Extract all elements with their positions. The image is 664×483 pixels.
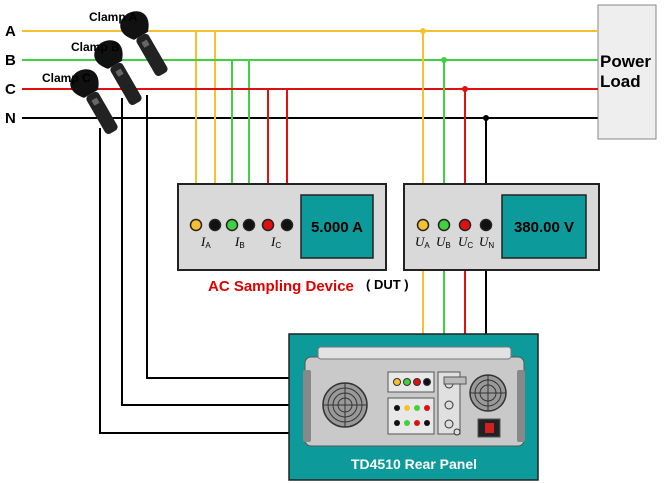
clamp-a-label: Clamp A (89, 10, 138, 24)
power-load-label-2: Load (600, 72, 641, 91)
terminal-ia-in (189, 218, 203, 232)
terminal-ub (437, 218, 451, 232)
uc-junction (462, 86, 468, 92)
current-display (300, 194, 374, 259)
fan-grill-icon (469, 374, 507, 412)
ic-in-wire (120, 88, 269, 225)
terminal-ic-out (280, 218, 294, 232)
clamp-c (70, 69, 118, 135)
terminal-ib-out (242, 218, 256, 232)
clamp-a-lead (146, 95, 290, 379)
terminal-un (479, 218, 493, 232)
un-junction (483, 115, 489, 121)
ub-junction (441, 57, 447, 63)
terminal-ia-out (208, 218, 222, 232)
ib-in-wire (145, 59, 233, 225)
clamp-c-lead (99, 128, 290, 434)
dut-label: AC Sampling Device (208, 278, 354, 295)
clamp-b-lead (121, 98, 290, 406)
phase-b-label: B (5, 52, 16, 69)
ia-out-wire (214, 30, 598, 225)
power-load-box (597, 4, 657, 140)
terminal-ib-label: IB (234, 234, 245, 250)
connector-panel (387, 371, 467, 436)
phase-a-label: A (5, 23, 16, 40)
clamp-b (94, 40, 142, 106)
power-switch-icon (477, 418, 501, 438)
terminal-ua (416, 218, 430, 232)
ib-out-wire (248, 59, 598, 225)
voltage-display (501, 194, 587, 259)
terminal-ib-in (225, 218, 239, 232)
terminal-un-label: UN (479, 234, 494, 250)
phase-n-label: N (5, 110, 16, 127)
phase-c-label: C (5, 81, 16, 98)
clamp-b-label: Clamp B (71, 40, 120, 54)
terminal-ic-label: IC (270, 234, 281, 250)
power-load-label-1: Power (600, 52, 651, 71)
td4510-label: TD4510 Rear Panel (351, 456, 477, 472)
fan-grill-icon (322, 382, 368, 428)
terminal-ia-label: IA (200, 234, 211, 250)
current-display-value: 5.000 A (311, 219, 363, 236)
clamp-c-label: Clamp C (42, 71, 91, 85)
terminal-ua-label: UA (415, 234, 430, 250)
clamp-a (120, 11, 168, 77)
terminal-ic-in (261, 218, 275, 232)
ua-junction (420, 28, 426, 34)
terminal-uc (458, 218, 472, 232)
terminal-uc-label: UC (458, 234, 473, 250)
dut-suffix: ( DUT ) (366, 277, 409, 292)
terminal-ub-label: UB (436, 234, 451, 250)
voltage-display-value: 380.00 V (514, 219, 574, 236)
ia-in-wire (174, 30, 197, 225)
ic-out-wire (286, 88, 598, 225)
